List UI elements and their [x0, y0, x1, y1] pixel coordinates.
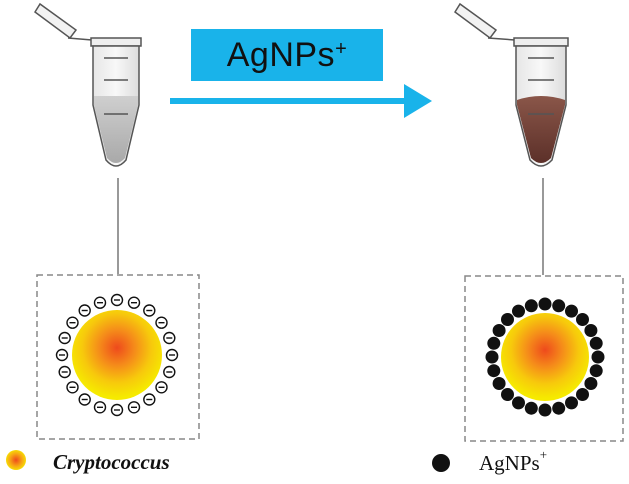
cryptococcus-cell-icon	[501, 313, 589, 401]
nanoparticle-dot-icon	[501, 388, 514, 401]
zoom-box-after	[464, 275, 624, 442]
nanoparticle-dot-icon	[584, 324, 598, 337]
nanoparticle-dot-icon	[589, 336, 603, 350]
zoom-box-before	[36, 274, 200, 440]
nanoparticle-dot-icon	[552, 401, 566, 415]
nanoparticle-dot-icon	[565, 396, 578, 410]
legend-agnps-label: AgNPs+	[479, 447, 548, 476]
nanoparticle-dot-icon	[538, 297, 552, 311]
legend-agnps-charge: +	[539, 447, 548, 462]
cryptococcus-cell-icon	[72, 310, 162, 400]
nanoparticle-dot-icon	[565, 304, 578, 318]
nanoparticle-dot-icon	[576, 313, 589, 326]
nanoparticle-dot-icon	[432, 454, 450, 472]
legend-agnps-text: AgNPs	[479, 451, 540, 475]
cryptococcus-cell-coated	[485, 297, 605, 417]
nanoparticle-dot-icon	[538, 403, 552, 417]
nanoparticle-dot-icon	[552, 299, 566, 313]
nanoparticle-dot-icon	[591, 350, 605, 364]
nanoparticle-dot-icon	[524, 401, 538, 415]
nanoparticle-dot-icon	[487, 336, 501, 350]
nanoparticle-dot-icon	[576, 388, 589, 401]
nanoparticle-dot-icon	[501, 313, 514, 326]
nanoparticle-dot-icon	[485, 350, 499, 364]
nanoparticle-dot-icon	[589, 364, 603, 378]
tube-icon	[33, 2, 142, 167]
tube-after	[453, 2, 569, 167]
nanoparticle-dot-icon	[492, 377, 506, 390]
negative-charge-ring	[55, 293, 179, 417]
cryptococcus-cell-negative	[55, 293, 179, 417]
nanoparticle-dot-icon	[584, 377, 598, 390]
tube-icon	[453, 2, 569, 167]
tube-before	[33, 2, 142, 167]
agnps-label-text: AgNPs	[226, 35, 336, 74]
nanoparticle-dot-icon	[512, 396, 525, 410]
nanoparticle-dot-icon	[524, 299, 538, 313]
nanoparticle-ring	[485, 297, 605, 417]
agnps-label-charge: +	[335, 37, 348, 60]
reaction-arrow	[170, 84, 432, 118]
nanoparticle-dot-icon	[487, 364, 501, 378]
nanoparticle-dot-icon	[512, 304, 525, 318]
legend-cryptococcus-icon	[6, 450, 26, 470]
legend-cryptococcus-label: Cryptococcus	[53, 450, 170, 474]
nanoparticle-dot-icon	[492, 324, 506, 337]
agnps-label-box: AgNPs+	[191, 29, 383, 81]
